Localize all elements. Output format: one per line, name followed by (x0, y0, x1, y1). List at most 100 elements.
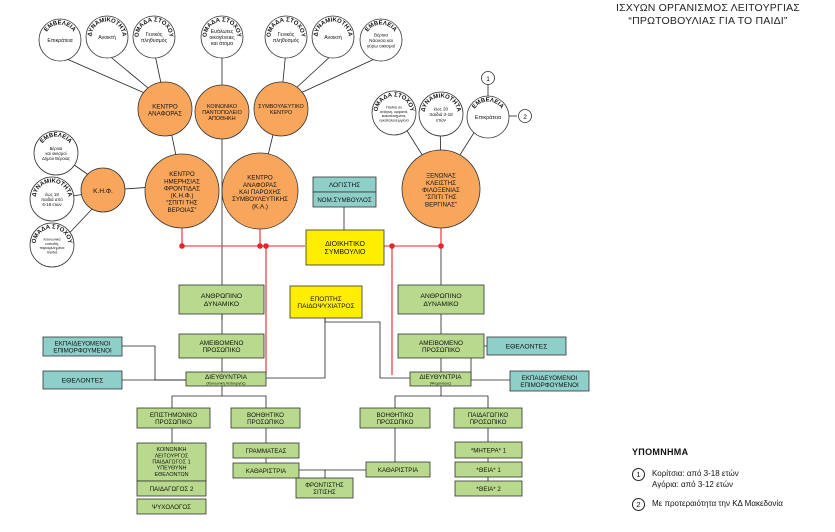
right-katharistria-box-label: ΚΑΘΑΡΙΣΤΡΙΑ (378, 467, 419, 474)
legend-number-1: 1 (632, 468, 645, 481)
top-circle-2-label: Ανοικτή (98, 34, 116, 41)
marker-1 (481, 71, 495, 85)
ka-node (221, 152, 299, 230)
edge-right-voith (394, 386, 442, 408)
title-line-1: ΙΣΧΥΩΝ ΟΡΓΑΝΙΣΜΟΣ ΛΕΙΤΟΥΡΓΙΑΣ (616, 2, 800, 14)
edge-left-epist (171, 386, 223, 408)
top-circle-3 (132, 15, 176, 59)
kentro-anaforas-node (137, 81, 193, 137)
edge-epoptis-right (324, 318, 410, 379)
theia1-box-label: *ΘΕΙΑ* 1 (476, 467, 501, 474)
dioikitiko-box (305, 229, 385, 266)
left-circle-1 (33, 130, 79, 176)
legend-item-1-line-1: Κορίτσια: από 3-18 ετών (652, 469, 739, 478)
junction-dot-4 (389, 243, 395, 249)
psychologos-box-label: ΨΥΧΟΛΟΓΟΣ (152, 504, 191, 511)
legend-item-2-text: Με προτεραιότητα την ΚΔ Μακεδονία (652, 499, 783, 508)
theia1-box (454, 461, 523, 478)
junction-dot-5 (438, 243, 444, 249)
legend-number-2: 2 (632, 498, 645, 511)
right-dieuthyntria-sub-label: (Ψυχολόγος) (430, 382, 452, 386)
logistis-box-label: ΛΟΓΙΣΤΗΣ (329, 182, 360, 189)
right-circle-3-label: Επικράτεια (475, 114, 501, 121)
frontistis-box (295, 477, 354, 499)
right-circle-3 (466, 95, 510, 139)
koinoniko-pantopoleio-node (194, 84, 250, 140)
theia2-box-label: *ΘΕΙΑ* 2 (476, 486, 501, 493)
junction-dot-2 (257, 243, 263, 249)
edge-right-paid (441, 395, 489, 408)
epoptis-box (289, 285, 363, 319)
legend-item-1: 1 Κορίτσια: από 3-18 ετών Αγόρια: από 3-… (632, 468, 832, 490)
khf-full-node (144, 153, 220, 229)
page-title: ΙΣΧΥΩΝ ΟΡΓΑΝΙΣΜΟΣ ΛΕΙΤΟΥΡΓΙΑΣ “ΠΡΩΤΟΒΟΥΛ… (593, 2, 823, 28)
khf-short-node (80, 167, 126, 213)
edge-left-voith (222, 395, 267, 408)
koinoniki-box (136, 442, 207, 482)
marker-1-label: 1 (486, 76, 490, 83)
right-circle-2 (418, 91, 464, 137)
right-anthropino-box (397, 284, 485, 315)
left-dieuthyntria-label: ΔΙΕΥΘΥΝΤΡΙΑ (205, 374, 248, 381)
grammateas-box-label: ΓΡΑΜΜΑΤΕΑΣ (245, 448, 286, 455)
nomikos-box (312, 191, 377, 208)
top-circle-6-label: Ανοικτή (324, 34, 342, 41)
top-circle-6 (311, 15, 355, 59)
khf-short-node-label: Κ.Η.Φ. (93, 188, 113, 195)
legend-item-2: 2 Με προτεραιότητα την ΚΔ Μακεδονία (632, 498, 832, 511)
psychologos-box (136, 498, 207, 515)
junction-dot-3 (263, 243, 269, 249)
xenonas-node (401, 149, 481, 229)
legend: ΥΠΟΜΝΗΜΑ 1 Κορίτσια: από 3-18 ετών Αγόρι… (632, 447, 832, 519)
right-ekpaideuomenoi-box (509, 370, 590, 392)
left-anthropino-box (178, 284, 265, 315)
edge-epoptis-left (266, 318, 326, 379)
marker-2 (518, 109, 532, 123)
mitera1-box (454, 441, 523, 459)
top-circle-5 (264, 15, 308, 59)
theia2-box (454, 480, 523, 497)
top-circle-2 (85, 15, 129, 59)
edge-kath-front-l (299, 469, 326, 478)
right-dieuthyntria-box (409, 371, 472, 387)
left-ethelontes-box (42, 370, 123, 390)
right-ethelontes-box-label: ΕΘΕΛΟΝΤΕΣ (506, 343, 548, 350)
right-circle-1 (371, 90, 417, 136)
left-dieuthyntria-box (185, 371, 267, 387)
right-ameivomeno-box (397, 333, 485, 359)
right-dieuthyntria-label: ΔΙΕΥΘΥΝΤΡΙΑ (419, 374, 462, 381)
top-circle-4 (200, 15, 244, 59)
top-circle-7 (359, 18, 403, 62)
junction-dot-1 (179, 243, 185, 249)
edge-ekp-left (122, 345, 186, 381)
paidagogos2-box-label: ΠΑΙΔΑΓΩΓΟΣ 2 (150, 486, 194, 493)
paidagogiko-box (453, 407, 523, 429)
grammateas-box (232, 442, 300, 459)
mitera1-box-label: *ΜΗΤΕΡΑ* 1 (471, 447, 507, 454)
left-voithitiko-box (230, 407, 301, 429)
